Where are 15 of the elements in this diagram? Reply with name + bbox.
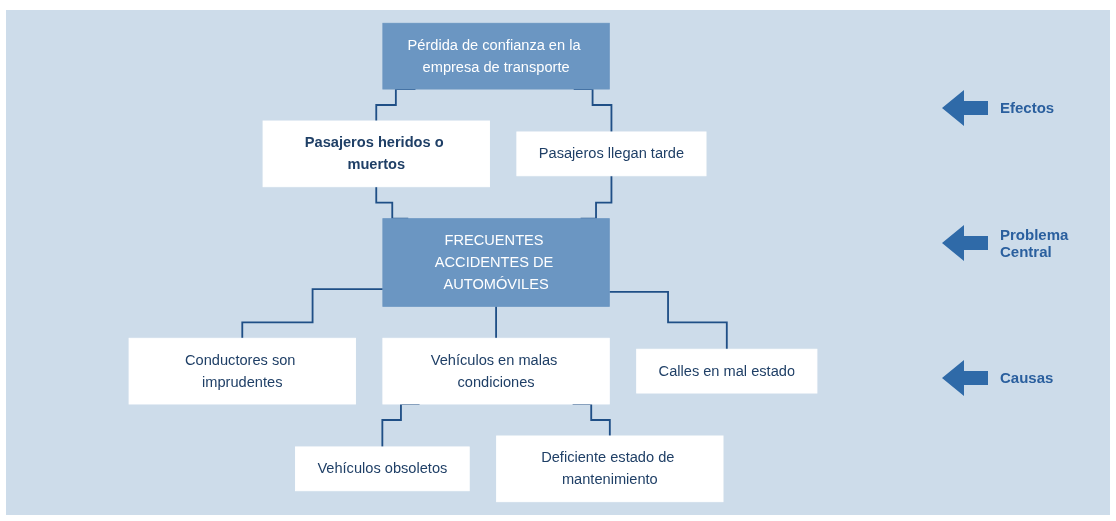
node-box: Vehículos obsoletos [295,446,470,492]
connector [495,305,497,340]
node-box: Pérdida de confianza en la empresa de transporte [382,22,610,90]
node-box: Vehículos en malas condiciones [382,337,610,405]
section-label: Causas [1000,369,1054,386]
node-box: Conductores son imprudentes [128,337,356,405]
connector [608,290,728,351]
node-box: Calles en mal estado [636,348,818,394]
section-label: Efectos [1000,99,1055,116]
node-box: Deficiente estado de mantenimiento [496,435,724,503]
node-box: FRECUENTES ACCIDENTES DE AUTOMÓVILES [382,218,610,307]
node-box: Pasajeros heridos o muertos [262,120,490,188]
connector [241,288,384,340]
node-box: Pasajeros llegan tarde [516,131,707,177]
section-label: Problema Central [1000,225,1070,260]
